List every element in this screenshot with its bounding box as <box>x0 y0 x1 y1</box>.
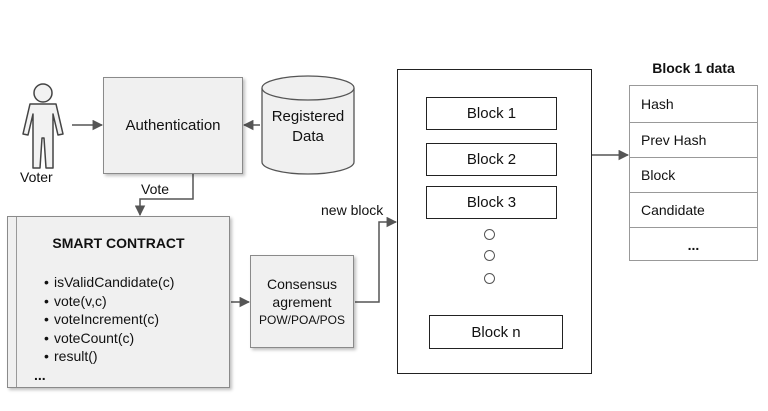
block-data-value: Prev Hash <box>641 132 707 148</box>
registered-data-line1: Registered <box>271 108 345 125</box>
block-data-row: Hash <box>630 86 757 122</box>
function-item: voteIncrement(c) <box>44 310 174 329</box>
block-data-value: ... <box>687 237 700 253</box>
block-data-row: Block <box>630 157 757 192</box>
ellipsis-dot <box>484 229 495 240</box>
block-data-value: Hash <box>641 96 674 112</box>
registered-data-line2: Data <box>292 128 324 145</box>
smart-contract-left-rule <box>16 217 17 387</box>
block-label: Block n <box>471 323 521 341</box>
block-data-title: Block 1 data <box>652 60 735 76</box>
authentication-label: Authentication <box>125 117 221 134</box>
function-item: result() <box>44 347 174 366</box>
block-data-value: Block <box>641 167 676 183</box>
block-label: Block 1 <box>466 105 517 122</box>
consensus-line3: POW/POA/POS <box>258 312 345 327</box>
smart-contract-functions: isValidCandidate(c) vote(v,c) voteIncrem… <box>44 273 174 366</box>
consensus-line1: Consensus <box>266 275 338 292</box>
ellipsis-dot <box>484 250 495 261</box>
registered-data-database <box>261 75 355 175</box>
smart-contract-title: SMART CONTRACT <box>52 235 185 251</box>
voter-label: Voter <box>20 169 53 185</box>
block-3: Block 3 <box>426 186 557 219</box>
smart-contract-box: SMART CONTRACT isValidCandidate(c) vote(… <box>7 216 230 388</box>
block-data-row: Prev Hash <box>630 122 757 157</box>
function-item: isValidCandidate(c) <box>44 273 174 292</box>
block-n: Block n <box>429 315 563 349</box>
block-label: Block 3 <box>466 194 517 211</box>
block-1: Block 1 <box>426 97 557 130</box>
arrow-auth-to-contract <box>134 174 194 217</box>
new-block-label: new block <box>321 202 384 218</box>
block-data-table: Hash Prev Hash Block Candidate ... <box>629 85 758 261</box>
registered-data-label: Registered Data <box>262 107 354 147</box>
arrow-consensus-to-chain <box>355 216 398 303</box>
voter-figure <box>18 82 68 170</box>
block-label: Block 2 <box>466 151 517 168</box>
authentication-box: Authentication <box>103 77 243 174</box>
vote-label: Vote <box>141 181 170 197</box>
block-data-row: ... <box>630 227 757 262</box>
smart-contract-more: ... <box>34 367 46 383</box>
block-2: Block 2 <box>426 143 557 176</box>
consensus-box: Consensus agrement POW/POA/POS <box>250 255 354 348</box>
function-item: voteCount(c) <box>44 329 174 348</box>
function-item: vote(v,c) <box>44 292 174 311</box>
block-data-row: Candidate <box>630 192 757 227</box>
voter-icon <box>22 83 64 169</box>
ellipsis-dot <box>484 273 495 284</box>
consensus-line2: agrement <box>272 293 332 310</box>
block-data-value: Candidate <box>641 202 705 218</box>
